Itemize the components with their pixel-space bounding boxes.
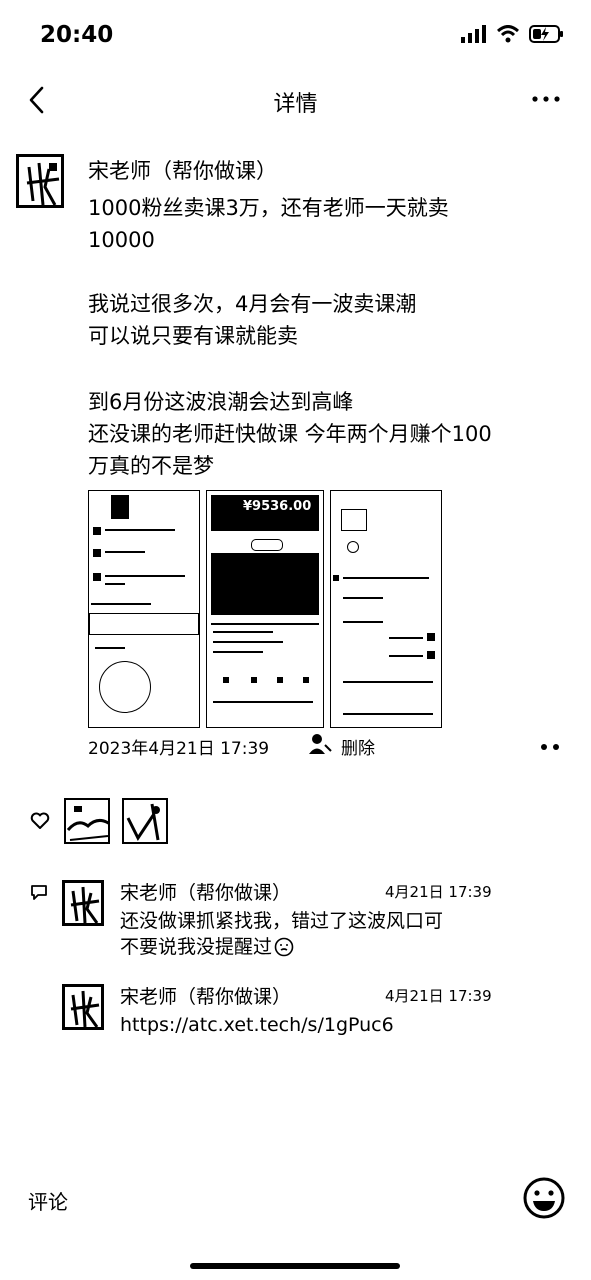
post-text-line: 可以说只要有课就能卖 (88, 324, 298, 348)
more-icon (532, 96, 560, 102)
image-amount: ¥9536.00 (243, 499, 312, 514)
home-indicator (190, 1263, 400, 1269)
comment-text-line: 不要说我没提醒过 (120, 936, 273, 958)
post-image-3[interactable] (330, 490, 442, 728)
comment-icon (30, 884, 48, 900)
post-text-line: 还没课的老师赶快做课 今年两个月赚个100 (88, 422, 492, 446)
emoji-button[interactable] (522, 1176, 566, 1220)
like-avatar[interactable] (122, 798, 168, 844)
comment-author[interactable]: 宋老师（帮你做课） (120, 882, 292, 904)
comment-text-line: 还没做课抓紧找我，错过了这波风口可 (120, 910, 444, 932)
comment-time: 4月21日 17:39 (385, 987, 492, 1005)
battery-charging-icon (529, 25, 563, 43)
comment-author[interactable]: 宋老师（帮你做课） (120, 986, 292, 1008)
smiley-icon (523, 1177, 565, 1219)
comment-text-row: 不要说我没提醒过 (120, 934, 294, 960)
post-image-2[interactable]: ¥9536.00 (206, 490, 324, 728)
back-button[interactable] (22, 82, 56, 118)
author-avatar[interactable] (16, 154, 64, 208)
more-icon (541, 744, 559, 750)
comment-avatar[interactable] (62, 984, 104, 1030)
more-button[interactable] (531, 86, 561, 112)
post-image-1[interactable] (88, 490, 200, 728)
heart-icon (30, 812, 50, 830)
post-text-line: 1000粉丝卖课3万，还有老师一天就卖 (88, 196, 449, 220)
comment-avatar[interactable] (62, 880, 104, 926)
emoji-face-icon (274, 937, 294, 957)
post-text-line: 到6月份这波浪潮会达到高峰 (88, 390, 354, 414)
privacy-icon (308, 733, 332, 755)
post-text-line: 我说过很多次，4月会有一波卖课潮 (88, 292, 417, 316)
post-text-line: 万真的不是梦 (88, 454, 214, 478)
comment-link[interactable]: https://atc.xet.tech/s/1gPuc6 (120, 1014, 394, 1036)
post-author-name[interactable]: 宋老师（帮你做课） (88, 159, 277, 183)
comment-time: 4月21日 17:39 (385, 883, 492, 901)
status-icons (461, 24, 565, 44)
post-action-button[interactable] (536, 738, 564, 750)
status-time: 20:40 (40, 22, 114, 48)
chevron-left-icon (29, 86, 44, 114)
post-timestamp: 2023年4月21日 17:39 (88, 739, 270, 759)
signal-icon (461, 25, 486, 43)
wifi-icon (497, 25, 519, 43)
like-avatar[interactable] (64, 798, 110, 844)
comment-input[interactable]: 评论 (28, 1190, 68, 1214)
delete-button[interactable]: 删除 (341, 739, 375, 759)
page-title: 详情 (273, 92, 318, 117)
post-text-line: 10000 (88, 228, 155, 252)
